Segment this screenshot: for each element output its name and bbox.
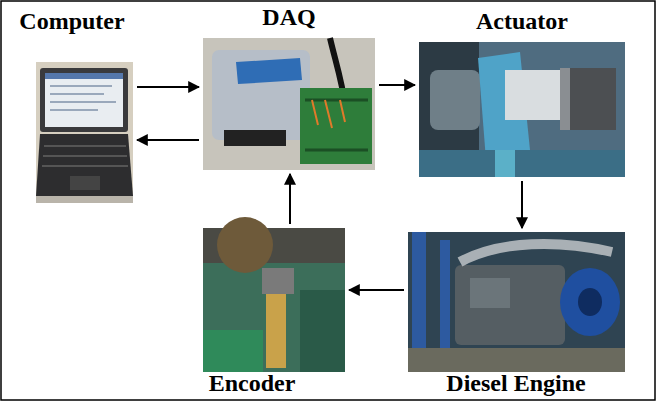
flow-arrow — [137, 139, 199, 141]
node-label: Encoder — [209, 370, 296, 396]
photo-box: Computer — [36, 62, 133, 203]
laptop-photo — [36, 62, 133, 203]
node-label: DAQ — [262, 4, 315, 30]
flow-arrow — [379, 84, 415, 86]
node-label: Diesel Engine — [446, 370, 585, 396]
engine-photo — [408, 232, 625, 372]
flow-arrow — [521, 181, 523, 228]
photo-box: Diesel Engine — [408, 232, 625, 368]
flow-arrow — [289, 174, 291, 224]
actuator-photo — [419, 42, 625, 177]
node-label: Actuator — [476, 8, 568, 34]
photo-box: DAQ — [203, 38, 375, 170]
photo-box: Actuator — [419, 42, 625, 177]
daq-photo — [203, 38, 375, 170]
node-label: Computer — [19, 8, 124, 34]
flow-arrow — [349, 289, 404, 291]
encoder-photo — [203, 217, 345, 372]
photo-box: Encoder — [203, 228, 345, 368]
flow-arrow — [137, 86, 199, 88]
